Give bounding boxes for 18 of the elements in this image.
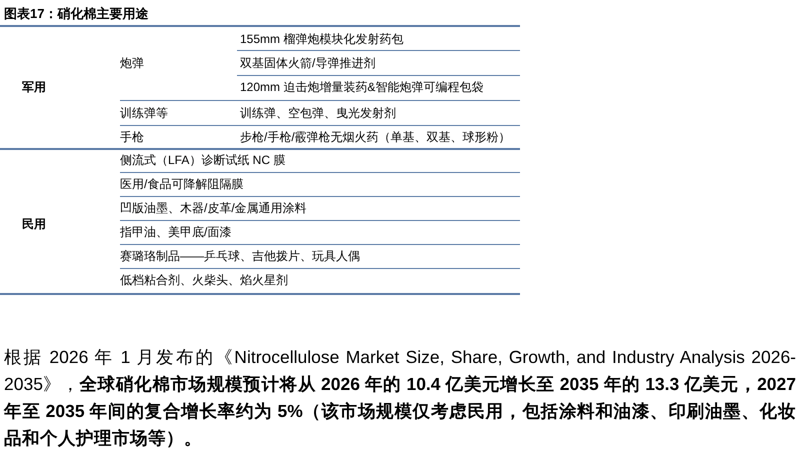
use-text: 步枪/手枪/霰弹枪无烟火药（单基、双基、球形粉） [240,130,511,144]
use-text: 120mm 迫击炮增量装药&智能炮弹可编程包袋 [240,80,484,94]
use-text: 155mm 榴弹炮模块化发射药包 [240,32,404,46]
use-text: 赛璐珞制品——乒乓球、吉他拨片、玩具人偶 [120,249,360,263]
category-label: 军用 [22,80,46,94]
use-text: 低档粘合剂、火柴头、焰火星剂 [120,273,288,287]
category-label: 民用 [22,217,46,231]
use-text: 侧流式（LFA）诊断试纸 NC 膜 [120,153,286,167]
use-text: 双基固体火箭/导弹推进剂 [240,56,376,70]
use-text: 医用/食品可降解阻隔膜 [120,177,244,191]
use-text: 指甲油、美甲底/面漆 [120,225,232,239]
subcategory-label: 手枪 [120,130,144,144]
use-text: 凹版油墨、木器/皮革/金属通用涂料 [120,201,307,215]
chart-title: 图表17：硝化棉主要用途 [4,5,148,23]
use-text: 训练弹、空包弹、曳光发射剂 [240,106,396,120]
subcategory-label: 炮弹 [120,56,144,70]
paragraph: 根据 2026 年 1 月发布的《Nitrocellulose Market Size, Share, Growth, and Industry Analysis 2026-2035》，全球硝化棉市场规模预计将从 2026 年的 10.4 亿美元增长至 2035 年的 13.3 亿美元，2027 年至 2035 年间的复合增长率约为 5%（该市场规模仅考虑民用，包括涂料和油漆、印刷油墨、化妆品和个人护理市场等）。 [4,346,796,450]
subcategory-label: 训练弹等 [120,106,168,120]
